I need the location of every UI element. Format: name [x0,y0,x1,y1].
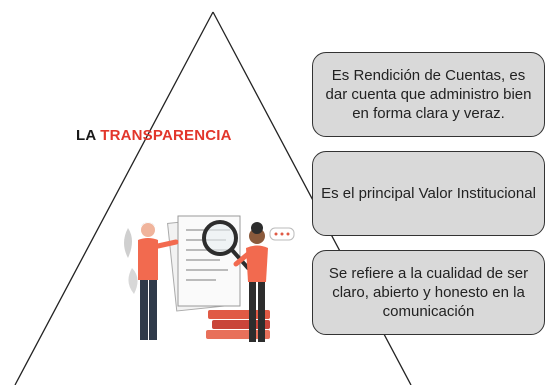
info-box-text: Se refiere a la cualidad de ser claro, a… [328,265,529,320]
title-word-la: LA [76,127,96,144]
info-box-rendicion-cuentas: Es Rendición de Cuentas, es dar cuenta q… [312,52,545,137]
info-box-text: Es Rendición de Cuentas, es dar cuenta q… [325,67,532,122]
page-title: LA TRANSPARENCIA [76,127,232,144]
info-box-text: Es el principal Valor Institucional [321,185,536,202]
triangle-left-edge [14,11,214,385]
title-word-transparencia: TRANSPARENCIA [100,127,232,144]
info-box-cualidad: Se refiere a la cualidad de ser claro, a… [312,250,545,335]
transparency-illustration [124,215,295,342]
info-box-valor-institucional: Es el principal Valor Institucional [312,151,545,236]
